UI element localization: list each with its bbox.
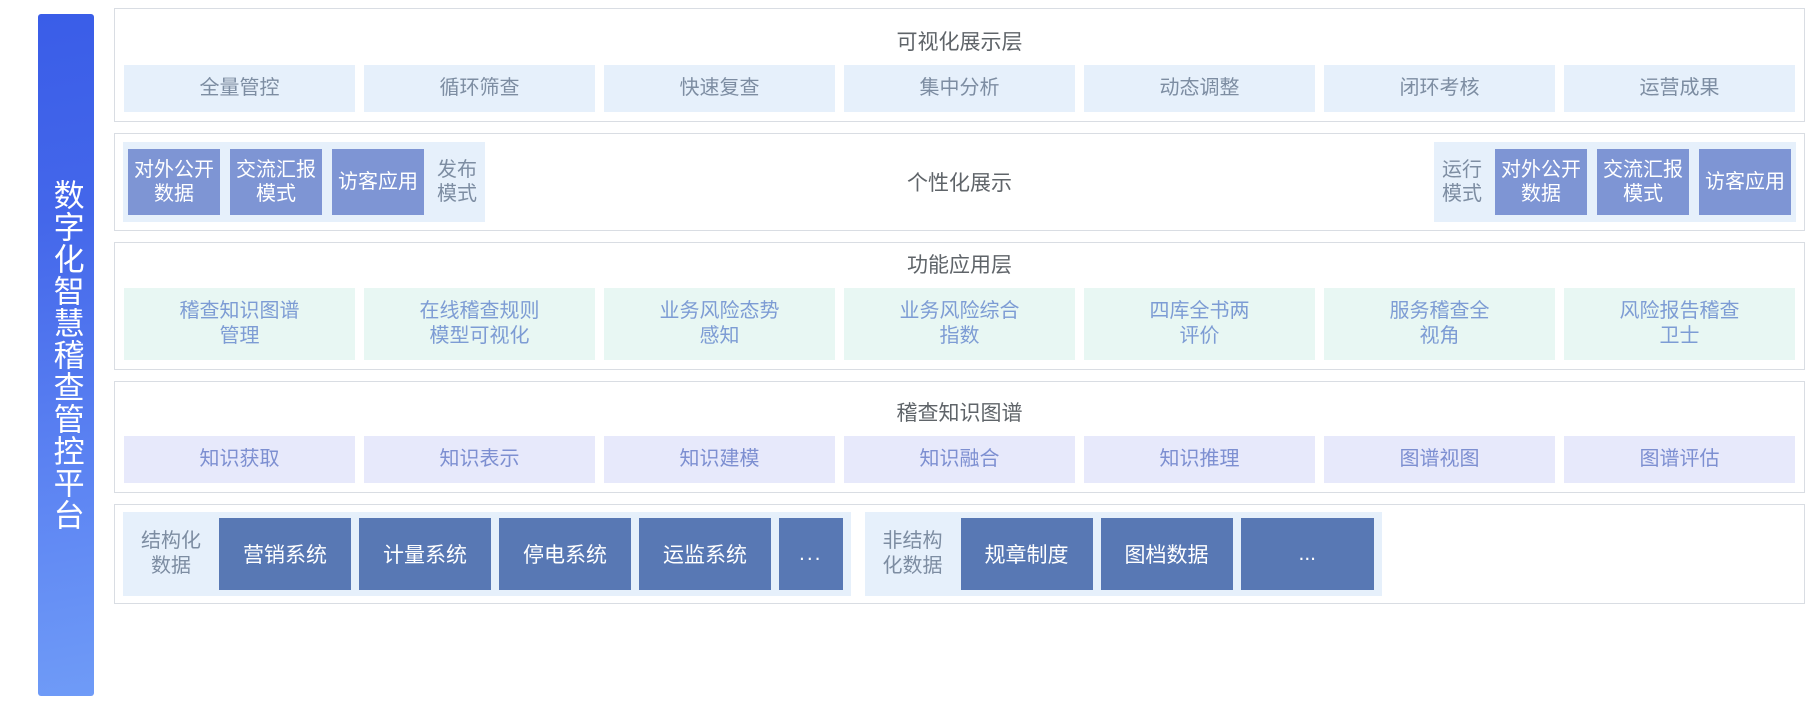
mode-chip-left-visitor-app[interactable]: 访客应用 <box>332 149 424 215</box>
mode-chip-right-visitor-app[interactable]: 访客应用 <box>1699 149 1791 215</box>
layer-stack: 可视化展示层 全量管控 循环筛查 快速复查 集中分析 动态调整 闭环考核 运营成… <box>114 8 1805 702</box>
data-chip-ops-monitor-system[interactable]: 运监系统 <box>639 518 771 590</box>
chip-viz-4[interactable]: 动态调整 <box>1084 65 1315 112</box>
layer-function: 功能应用层 稽查知识图谱管理 在线稽查规则模型可视化 业务风险态势感知 业务风险… <box>114 242 1805 370</box>
data-chip-regulations[interactable]: 规章制度 <box>960 518 1093 590</box>
data-row-spacer <box>1396 512 1796 596</box>
chip-viz-0[interactable]: 全量管控 <box>124 65 355 112</box>
data-chip-outage-system[interactable]: 停电系统 <box>499 518 631 590</box>
layer-knowledge-graph: 稽查知识图谱 知识获取 知识表示 知识建模 知识融合 知识推理 图谱视图 图谱评… <box>114 381 1805 493</box>
mode-center-label: 个性化展示 <box>485 142 1434 222</box>
chip-func-3[interactable]: 业务风险综合指数 <box>844 288 1075 360</box>
mode-chip-right-public-data[interactable]: 对外公开数据 <box>1495 149 1587 215</box>
mode-group-left: 对外公开数据 交流汇报模式 访客应用 发布模式 <box>123 142 485 222</box>
mode-chip-left-publish-mode[interactable]: 发布模式 <box>437 158 477 205</box>
chip-graph-6[interactable]: 图谱评估 <box>1564 436 1795 483</box>
chip-graph-2[interactable]: 知识建模 <box>604 436 835 483</box>
mode-group-right: 运行模式 对外公开数据 交流汇报模式 访客应用 <box>1434 142 1796 222</box>
chip-graph-3[interactable]: 知识融合 <box>844 436 1075 483</box>
data-chip-structured-more[interactable]: ... <box>779 518 843 590</box>
chip-graph-1[interactable]: 知识表示 <box>364 436 595 483</box>
data-chip-drawing-archive[interactable]: 图档数据 <box>1100 518 1233 590</box>
chip-graph-5[interactable]: 图谱视图 <box>1324 436 1555 483</box>
data-chip-metering-system[interactable]: 计量系统 <box>359 518 491 590</box>
layer-knowledge-graph-title: 稽查知识图谱 <box>896 402 1023 425</box>
data-chip-marketing-system[interactable]: 营销系统 <box>219 518 351 590</box>
layer-modes: 对外公开数据 交流汇报模式 访客应用 发布模式 个性化展示 运行模式 对外公开数… <box>114 133 1805 231</box>
chip-func-0[interactable]: 稽查知识图谱管理 <box>124 288 355 360</box>
chip-graph-0[interactable]: 知识获取 <box>124 436 355 483</box>
mode-chip-left-report-mode[interactable]: 交流汇报模式 <box>230 149 322 215</box>
chip-func-1[interactable]: 在线稽查规则模型可视化 <box>364 288 595 360</box>
data-row: 结构化数据 营销系统 计量系统 停电系统 运监系统 ... 非结构化数据 规章制… <box>115 505 1804 603</box>
platform-title: 数字化智慧稽查管控平台 <box>48 179 84 531</box>
chip-viz-5[interactable]: 闭环考核 <box>1324 65 1555 112</box>
data-group-structured: 结构化数据 营销系统 计量系统 停电系统 运监系统 ... <box>123 512 851 596</box>
chip-viz-6[interactable]: 运营成果 <box>1564 65 1795 112</box>
layer-visualization-chips: 全量管控 循环筛查 快速复查 集中分析 动态调整 闭环考核 运营成果 <box>115 65 1804 121</box>
mode-chip-left-public-data[interactable]: 对外公开数据 <box>128 149 220 215</box>
layer-visualization-title: 可视化展示层 <box>896 31 1023 54</box>
layer-function-title: 功能应用层 <box>907 254 1012 277</box>
layer-data-sources: 结构化数据 营销系统 计量系统 停电系统 运监系统 ... 非结构化数据 规章制… <box>114 504 1805 604</box>
chip-func-2[interactable]: 业务风险态势感知 <box>604 288 835 360</box>
layer-function-chips: 稽查知识图谱管理 在线稽查规则模型可视化 业务风险态势感知 业务风险综合指数 四… <box>115 288 1804 369</box>
layer-knowledge-graph-chips: 知识获取 知识表示 知识建模 知识融合 知识推理 图谱视图 图谱评估 <box>115 436 1804 492</box>
mode-chip-right-run-mode[interactable]: 运行模式 <box>1442 158 1482 205</box>
modes-row: 对外公开数据 交流汇报模式 访客应用 发布模式 个性化展示 运行模式 对外公开数… <box>115 134 1804 230</box>
layer-visualization: 可视化展示层 全量管控 循环筛查 快速复查 集中分析 动态调整 闭环考核 运营成… <box>114 8 1805 122</box>
data-chip-unstructured-more[interactable]: ... <box>1240 518 1375 590</box>
chip-func-6[interactable]: 风险报告稽查卫士 <box>1564 288 1795 360</box>
chip-func-5[interactable]: 服务稽查全视角 <box>1324 288 1555 360</box>
chip-graph-4[interactable]: 知识推理 <box>1084 436 1315 483</box>
data-label-unstructured: 非结构化数据 <box>882 530 943 577</box>
chip-viz-1[interactable]: 循环筛查 <box>364 65 595 112</box>
platform-banner: 数字化智慧稽查管控平台 <box>38 14 94 696</box>
chip-viz-2[interactable]: 快速复查 <box>604 65 835 112</box>
data-label-structured: 结构化数据 <box>141 530 201 577</box>
data-group-unstructured: 非结构化数据 规章制度 图档数据 ... <box>864 512 1383 596</box>
chip-viz-3[interactable]: 集中分析 <box>844 65 1075 112</box>
mode-chip-right-report-mode[interactable]: 交流汇报模式 <box>1597 149 1689 215</box>
chip-func-4[interactable]: 四库全书两评价 <box>1084 288 1315 360</box>
